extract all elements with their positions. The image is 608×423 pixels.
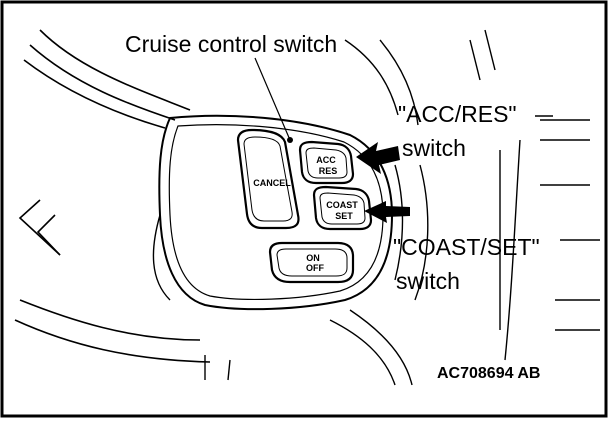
acc-label: ACC [316,155,336,165]
cruise-control-switch-label: Cruise control switch [125,31,337,57]
dashboard-lines [204,29,600,386]
steering-wheel-rim [14,29,211,363]
res-label: RES [319,166,338,176]
coast-set-button[interactable]: COAST SET [312,185,373,231]
set-label: SET [335,211,353,221]
cruise-switch-leader [254,57,293,143]
acc-res-switch-word: switch [402,135,466,161]
acc-res-arrow [356,142,400,174]
on-label: ON [306,253,320,263]
coast-label: COAST [326,200,358,210]
cancel-button-label: CANCEL [253,178,291,188]
coast-set-arrow [364,201,410,223]
switch-housing [152,114,394,311]
reference-code: AC708694 AB [437,365,540,382]
acc-res-callout: "ACC/RES" [398,101,517,127]
acc-res-button[interactable]: ACC RES [298,140,355,185]
coast-set-callout: "COAST/SET" [393,234,540,260]
cancel-button[interactable]: CANCEL [236,128,300,230]
on-off-button[interactable]: ON OFF [268,241,355,284]
off-label: OFF [306,263,324,273]
coast-set-switch-word: switch [396,268,460,294]
